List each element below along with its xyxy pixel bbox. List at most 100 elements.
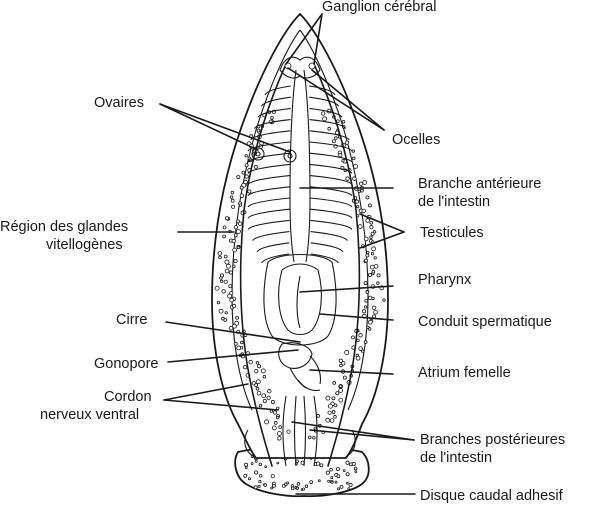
vitelline-gland-dot [244, 154, 248, 158]
vitelline-gland-dot [256, 128, 261, 133]
disc-texture-dot [330, 480, 334, 484]
disc-texture-dot [309, 480, 314, 484]
vitelline-gland-dot [233, 225, 239, 230]
vitelline-gland-dot [223, 254, 228, 259]
disc-texture-dot [270, 486, 274, 490]
vitelline-gland-dot [365, 218, 370, 223]
intestine-diverticulum [247, 152, 291, 163]
vitelline-gland-dot [270, 400, 275, 404]
vitelline-gland-dot [362, 180, 368, 185]
disc-texture-dot [258, 462, 263, 467]
vitelline-gland-dot [232, 323, 237, 329]
vitelline-gland-dot [254, 368, 259, 374]
vitelline-gland-dot [344, 350, 350, 355]
disc-texture-dot [329, 467, 333, 472]
vitelline-gland-dot [312, 436, 316, 440]
label-branche-anterieure-1: Branche antérieure [418, 176, 541, 192]
vitelline-gland-dot [276, 431, 282, 437]
vitelline-gland-dot [364, 258, 369, 263]
vitelline-gland-dot [335, 391, 340, 396]
label-ganglion-cerebral: Ganglion cérébral [322, 0, 436, 15]
vitelline-gland-dot [329, 418, 335, 423]
vitelline-gland-dot [352, 156, 356, 161]
vitelline-gland-dot [218, 308, 224, 314]
vitelline-gland-dot [228, 284, 233, 289]
intestine-diverticulum [247, 141, 291, 152]
intestine-diverticulum [264, 85, 291, 96]
vitelline-gland-dot [363, 236, 369, 242]
vitelline-gland-dot [358, 346, 363, 351]
vitelline-gland-dot [341, 159, 345, 163]
vitelline-gland-dot [357, 189, 361, 193]
label-pharynx: Pharynx [418, 272, 472, 288]
nerve-cords [239, 63, 361, 467]
vitelline-gland-dot [277, 436, 282, 441]
vitelline-gland-dot [372, 314, 376, 319]
vitelline-gland-dot [365, 290, 370, 294]
label-branche-anterieure-2: de l'intestin [418, 194, 490, 210]
vitelline-gland-dot [223, 318, 228, 322]
vitelline-gland-dot [369, 264, 375, 270]
vitelline-gland-dot [230, 190, 235, 195]
disc-texture-dot [342, 469, 346, 472]
vitelline-gland-dot [371, 269, 376, 274]
anterior-intestine [247, 69, 353, 264]
disc-texture-dot [327, 479, 331, 483]
disc-texture-dot [334, 480, 338, 484]
labels: Ganglion cérébral Ovaires Ocelles Branch… [0, 0, 565, 504]
vitelline-gland-dot [232, 264, 236, 268]
intestine-diverticulum [310, 242, 344, 253]
disc-texture-dot [247, 477, 251, 481]
disc-texture-dot [345, 472, 350, 477]
vitelline-gland-dot [224, 311, 228, 315]
vitelline-gland-dot [325, 417, 331, 423]
disc-texture-dot [243, 473, 248, 478]
vitelline-gland-dot [228, 326, 234, 331]
vitelline-gland-dot [257, 364, 262, 369]
vitelline-gland-dot [356, 204, 360, 209]
vitelline-gland-dot [286, 429, 291, 434]
vitelline-gland-dot [222, 234, 226, 239]
intestine-diverticulum [253, 119, 291, 129]
disc-texture-dot [316, 461, 321, 466]
vitelline-gland-dot [240, 340, 244, 345]
disc-texture-dot [296, 482, 301, 486]
label-cordon-1: Cordon [104, 389, 152, 405]
label-disque-caudal: Disque caudal adhesif [420, 488, 564, 504]
disc-texture-dot [254, 460, 258, 463]
intestine-diverticulum [256, 242, 290, 253]
disc-texture-dot [295, 486, 299, 490]
vitelline-gland-dot [332, 381, 337, 385]
pharynx [263, 254, 337, 346]
label-cordon-2: nerveux ventral [40, 407, 139, 423]
vitelline-gland-dot [358, 333, 363, 338]
disc-texture-dot [317, 479, 321, 483]
vitelline-gland-dot [260, 368, 266, 374]
disc-texture-dot [244, 462, 249, 467]
vitelline-gland-dot [371, 246, 376, 252]
disc-texture-dot [263, 483, 268, 487]
vitelline-gland-dot [236, 245, 241, 250]
intestine-diverticulum [309, 85, 336, 96]
vitelline-gland-dot [369, 235, 373, 239]
intestine-diverticulum [309, 119, 347, 129]
vitelline-gland-dot [236, 175, 241, 180]
label-branches-posterieures-2: de l'intestin [420, 450, 492, 466]
vitelline-gland-dot [233, 341, 238, 346]
disc-texture-dot [348, 462, 353, 467]
vitelline-gland-dot [363, 305, 368, 309]
vitelline-gland-dot [325, 395, 331, 401]
vitelline-gland-dot [367, 203, 372, 208]
intestine-diverticulum [309, 141, 353, 152]
vitelline-gland-dot [333, 415, 337, 419]
vitelline-gland-dot [327, 403, 333, 409]
vitelline-gland-dot [357, 224, 363, 229]
vitelline-gland-dot [225, 216, 229, 221]
vitelline-gland-dot [361, 349, 365, 353]
vitelline-gland-dot [235, 315, 239, 320]
vitelline-gland-dot [339, 363, 343, 368]
vitelline-gland-dot [331, 410, 336, 414]
vitelline-gland-dot [244, 163, 249, 168]
intestine-diverticulum [309, 163, 353, 174]
label-ocelles: Ocelles [392, 132, 440, 148]
